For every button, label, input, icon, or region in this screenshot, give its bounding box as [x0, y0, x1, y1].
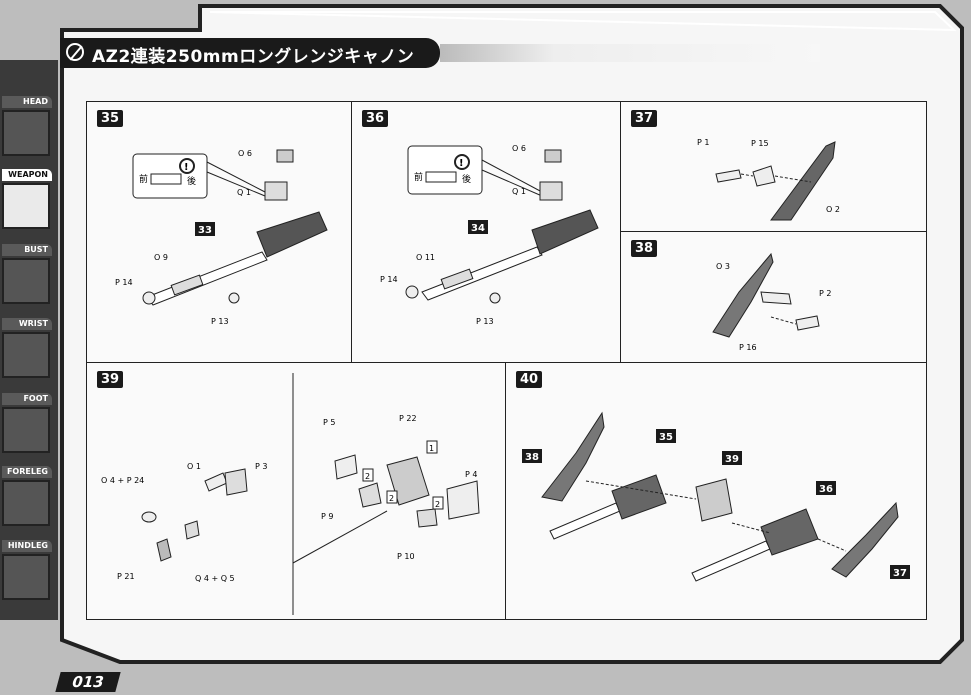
part-label: Q 1 [512, 187, 526, 196]
part-label: O 4 + P 24 [101, 476, 144, 485]
part-label: P 21 [117, 572, 135, 581]
part-label: P 4 [465, 470, 477, 479]
tab-label: FORELEG [2, 466, 52, 478]
step-number: 36 [362, 110, 389, 127]
part-label: O 1 [187, 462, 201, 471]
step-number: 39 [97, 371, 124, 388]
part-label: O 3 [716, 262, 730, 271]
step-number: 37 [631, 110, 658, 127]
step-37-diagram: P 1 P 15 O 2 [697, 138, 840, 221]
part-label: P 13 [211, 317, 229, 326]
front-label: 前 [414, 171, 423, 183]
step-36-diagram: 前 後 ! O 6 Q 1 O 11 P 14 P 13 34 [380, 144, 599, 326]
ref-badge: 37 [893, 568, 907, 579]
ref-badge: 34 [471, 223, 485, 234]
part-label: P 1 [697, 138, 709, 147]
part-label: O 9 [154, 253, 168, 262]
step-38-panel: 38 O 3 P 2 P 16 [620, 231, 927, 363]
part-label: O 11 [416, 253, 435, 262]
sidebar-tab-foot[interactable]: FOOT [0, 393, 56, 465]
part-label: P 5 [323, 418, 335, 427]
part-label: Q 4 + Q 5 [195, 574, 235, 583]
wrist-part-icon [2, 332, 50, 378]
sidebar-tabs: HEAD WEAPON BUST WRIST FOOT FORELEG HIND… [0, 60, 58, 620]
title-fade-decoration [440, 44, 820, 62]
tab-label: HINDLEG [2, 540, 52, 552]
callout: 2 [435, 500, 440, 509]
weapon-part-icon [2, 183, 50, 229]
step-number: 40 [516, 371, 543, 388]
foreleg-part-icon [2, 480, 50, 526]
part-label: P 9 [321, 512, 333, 521]
part-label: P 10 [397, 552, 415, 561]
part-label: O 6 [512, 144, 526, 153]
sidebar-tab-foreleg[interactable]: FORELEG [0, 466, 56, 538]
front-label: 前 [139, 173, 148, 185]
ref-badge: 35 [659, 432, 673, 443]
title-emblem-icon [66, 43, 84, 61]
head-part-icon [2, 110, 50, 156]
tab-label: HEAD [2, 96, 52, 108]
step-38-diagram: O 3 P 2 P 16 [712, 252, 831, 352]
step-35-panel: 35 前 後 ! O 6 Q 1 O 9 P 14 P 13 33 [86, 101, 352, 363]
callout: 2 [389, 494, 394, 503]
step-40-panel: 40 38 35 39 36 37 [505, 362, 927, 620]
tab-label: BUST [2, 244, 52, 256]
step-36-panel: 36 前 後 ! O 6 Q 1 O 11 P 14 P 13 34 [351, 101, 621, 363]
part-label: P 14 [380, 275, 398, 284]
ref-badge: 38 [525, 452, 539, 463]
tab-label: WRIST [2, 318, 52, 330]
ref-badge: 36 [819, 484, 833, 495]
part-label: P 2 [819, 289, 831, 298]
part-label: P 3 [255, 462, 267, 471]
part-label: Q 1 [237, 188, 251, 197]
part-label: P 13 [476, 317, 494, 326]
part-label: O 6 [238, 149, 252, 158]
callout: 1 [429, 444, 434, 453]
tab-label: FOOT [2, 393, 52, 405]
bust-part-icon [2, 258, 50, 304]
callout: 2 [365, 472, 370, 481]
svg-text:!: ! [184, 162, 189, 173]
part-label: P 16 [739, 343, 757, 352]
tab-label: WEAPON [2, 169, 52, 181]
part-label: P 22 [399, 414, 417, 423]
sidebar-tab-bust[interactable]: BUST [0, 244, 56, 316]
foot-part-icon [2, 407, 50, 453]
section-title-bar: AZ2連装250mmロングレンジキャノン [60, 38, 440, 68]
step-39-panel: 39 O 4 + P 24 O 1 P 3 P 21 Q 4 + Q 5 1 2… [86, 362, 506, 620]
part-label: P 14 [115, 278, 133, 287]
step-number: 38 [631, 240, 658, 257]
step-39-diagram: O 4 + P 24 O 1 P 3 P 21 Q 4 + Q 5 1 2 2 … [101, 373, 480, 615]
ref-badge: 39 [725, 454, 739, 465]
ref-badge: 33 [198, 225, 212, 236]
part-label: P 15 [751, 139, 769, 148]
page-number: 013 [55, 672, 121, 692]
step-37-panel: 37 P 1 P 15 O 2 [620, 101, 927, 232]
back-label: 後 [187, 175, 196, 187]
back-label: 後 [462, 173, 471, 185]
sidebar-tab-hindleg[interactable]: HINDLEG [0, 540, 56, 612]
step-35-diagram: 前 後 ! O 6 Q 1 O 9 P 14 P 13 33 [115, 149, 328, 326]
step-40-diagram: 38 35 39 36 37 [522, 411, 910, 582]
step-number: 35 [97, 110, 124, 127]
sidebar-tab-wrist[interactable]: WRIST [0, 318, 56, 390]
hindleg-part-icon [2, 554, 50, 600]
sidebar-tab-head[interactable]: HEAD [0, 96, 56, 168]
part-label: O 2 [826, 205, 840, 214]
section-title: AZ2連装250mmロングレンジキャノン [92, 47, 415, 67]
sidebar-tab-weapon[interactable]: WEAPON [0, 169, 56, 241]
svg-text:!: ! [459, 158, 464, 169]
